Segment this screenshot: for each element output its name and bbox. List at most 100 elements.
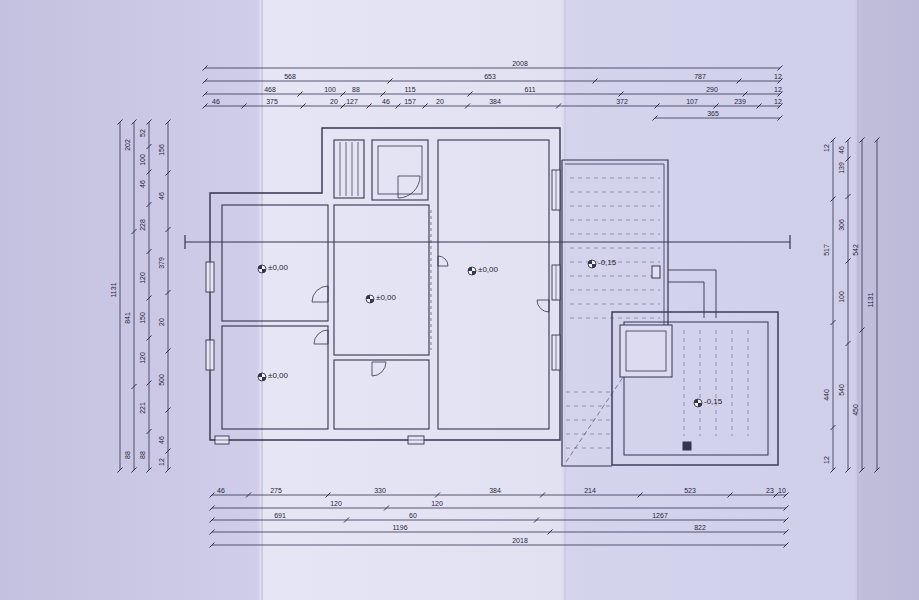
terrace-hatch	[566, 434, 610, 435]
pipe-line	[668, 270, 716, 318]
dimension-value: 2018	[512, 537, 528, 544]
dimension-tick	[147, 170, 152, 175]
level-symbol-fill	[698, 403, 702, 407]
dimension-line	[848, 140, 849, 470]
dimension-line	[212, 508, 786, 509]
dimension-tick	[638, 493, 643, 498]
room: -0,15	[565, 164, 664, 322]
dimension-tick	[860, 468, 865, 473]
room-wall	[438, 140, 549, 429]
terrace-hatch	[570, 248, 660, 249]
dimension-value: 23	[766, 487, 774, 494]
door-swing	[312, 286, 328, 302]
outer-wall	[210, 128, 560, 440]
level-mark: -0,15	[704, 398, 722, 406]
terrace-hatch	[570, 318, 660, 319]
drain-symbol	[683, 442, 691, 450]
dimension-line	[862, 140, 863, 470]
dimension-line	[877, 140, 878, 470]
dimension-tick	[301, 104, 306, 109]
level-mark: ±0,00	[478, 266, 498, 274]
dimension-tick	[534, 518, 539, 523]
dimension-tick	[831, 197, 836, 202]
level-symbol	[366, 295, 374, 303]
stair-wall	[334, 140, 364, 198]
dimension-value: 228	[139, 219, 146, 231]
dimension-value: 46	[158, 436, 165, 444]
dimension-value: 46	[212, 98, 220, 105]
dimension-value: 12	[823, 144, 830, 152]
entry-wall	[372, 140, 428, 200]
dimension-tick	[381, 92, 386, 97]
dimension-tick	[384, 506, 389, 511]
dimension-tick	[210, 543, 215, 548]
dimension-line	[655, 118, 780, 119]
dimension-tick	[784, 543, 789, 548]
dimension-tick	[435, 493, 440, 498]
terrace-hatch	[570, 220, 660, 221]
level-symbol-fill	[694, 399, 698, 403]
dimension-tick	[166, 171, 171, 176]
window	[552, 335, 560, 370]
dimension-tick	[465, 104, 470, 109]
dimension-tick	[166, 349, 171, 354]
dimension-line	[205, 106, 780, 107]
dimension-value: 20	[436, 98, 444, 105]
dimension-tick	[147, 249, 152, 254]
paper-fold	[262, 0, 263, 600]
dimension-tick	[784, 518, 789, 523]
level-symbol-fill	[262, 377, 266, 381]
dimension-tick	[210, 506, 215, 511]
dimension-value: 653	[484, 73, 496, 80]
dimension-tick	[743, 92, 748, 97]
window	[206, 262, 214, 292]
paper-fold	[858, 0, 859, 600]
dimension-tick	[344, 518, 349, 523]
dimension-value: 120	[431, 500, 443, 507]
level-symbol-fill	[370, 299, 374, 303]
dimension-line	[168, 122, 169, 470]
dimension-tick	[147, 468, 152, 473]
terrace-hatch	[566, 420, 610, 421]
terrace-hatch	[566, 392, 610, 393]
level-mark: -0,15	[598, 259, 616, 267]
dimension-value: 12	[158, 458, 165, 466]
dimension-tick	[774, 493, 779, 498]
section-line	[185, 242, 790, 243]
room-wall	[222, 205, 328, 321]
dimension-tick	[118, 120, 123, 125]
level-symbol-fill	[258, 265, 262, 269]
pillar	[652, 266, 660, 278]
dimension-value: 115	[404, 86, 415, 93]
dimension-value: 822	[694, 524, 706, 531]
dimension-value: 107	[686, 98, 698, 105]
level-symbol-fill	[588, 260, 592, 264]
dimension-value: 202	[124, 139, 131, 151]
level-symbol	[258, 265, 266, 273]
dimension-tick	[860, 328, 865, 333]
dimension-value: 10	[778, 487, 786, 494]
section-mark	[184, 235, 185, 249]
dimension-line	[134, 122, 135, 470]
dimension-value: 88	[124, 451, 131, 459]
terrace-hatch	[570, 206, 660, 207]
dimension-value: 542	[852, 244, 859, 256]
dimension-tick	[846, 341, 851, 346]
dimension-value: 375	[266, 98, 278, 105]
dimension-line	[212, 495, 786, 496]
dimension-value: 88	[139, 451, 146, 459]
dimension-line	[212, 532, 786, 533]
dimension-tick	[147, 144, 152, 149]
dimension-value: 1131	[110, 282, 117, 297]
dimension-value: 330	[374, 487, 386, 494]
dimension-tick	[166, 120, 171, 125]
room: ±0,00	[438, 140, 549, 429]
dimension-value: 290	[706, 86, 718, 93]
dimension-value: 787	[694, 73, 706, 80]
level-mark: ±0,00	[268, 372, 288, 380]
dimension-tick	[846, 468, 851, 473]
dimension-tick	[118, 468, 123, 473]
window	[206, 340, 214, 370]
